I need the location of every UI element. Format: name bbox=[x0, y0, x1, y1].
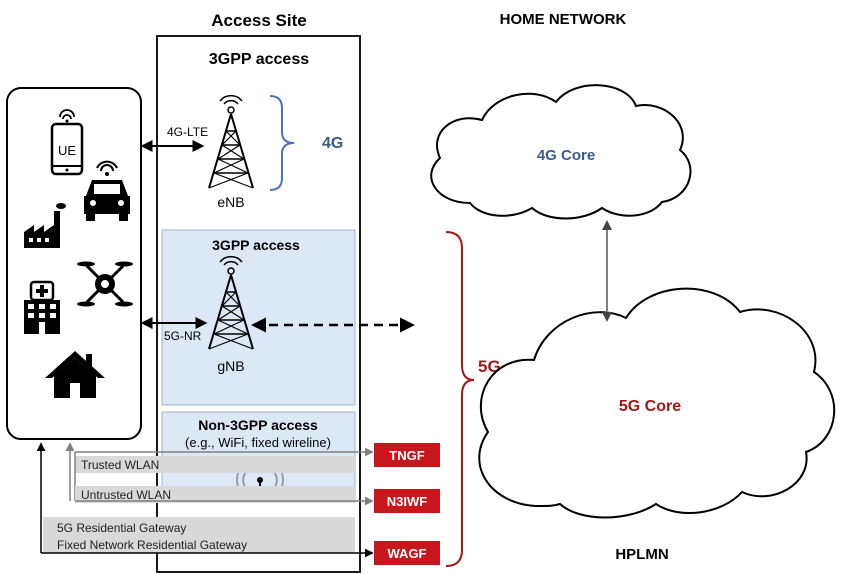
factory-icon bbox=[24, 203, 66, 248]
home-icon bbox=[45, 351, 105, 398]
connected-car-icon bbox=[84, 160, 130, 221]
wagf-box bbox=[374, 541, 440, 565]
enb-tower-icon bbox=[208, 94, 254, 189]
non3gpp-title: Non-3GPP access bbox=[198, 417, 318, 433]
core-5g-cloud bbox=[478, 287, 836, 519]
trusted-wlan-band bbox=[75, 456, 355, 473]
untrusted-wlan-band bbox=[75, 486, 355, 503]
hospital-icon bbox=[24, 280, 60, 334]
nr-link-label: 5G-NR bbox=[164, 329, 202, 343]
enb-label: eNB bbox=[217, 194, 244, 210]
n3iwf-label: N3IWF bbox=[387, 494, 428, 509]
tngf-box bbox=[374, 443, 440, 467]
residential-gateway-line2: Fixed Network Residential Gateway bbox=[57, 538, 247, 552]
residential-gateway-band bbox=[43, 517, 355, 553]
brace-4g-label: 4G bbox=[322, 135, 343, 152]
hplmn-label: HPLMN bbox=[615, 546, 668, 563]
brace-4g bbox=[269, 95, 295, 191]
ue-label: UE bbox=[58, 143, 76, 158]
core-5g-label: 5G Core bbox=[619, 398, 681, 415]
core-4g-label: 4G Core bbox=[537, 147, 595, 164]
access-site-box bbox=[156, 35, 361, 573]
3gpp-access-5g-panel bbox=[161, 229, 356, 406]
brace-5g bbox=[445, 231, 475, 567]
3gpp-access-top-title: 3GPP access bbox=[209, 51, 309, 68]
home-network-heading: HOME NETWORK bbox=[500, 11, 627, 28]
gnb-label: gNB bbox=[217, 358, 244, 374]
lte-link-label: 4G-LTE bbox=[167, 125, 208, 139]
core-4g-cloud bbox=[430, 84, 692, 220]
wagf-label: WAGF bbox=[388, 546, 427, 561]
untrusted-wlan-label: Untrusted WLAN bbox=[81, 488, 171, 502]
brace-5g-label: 5G bbox=[478, 357, 501, 376]
access-site-heading: Access Site bbox=[211, 11, 306, 30]
3gpp-access-5g-title: 3GPP access bbox=[212, 237, 300, 253]
tngf-label: TNGF bbox=[389, 448, 424, 463]
residential-gateway-line1: 5G Residential Gateway bbox=[57, 521, 186, 535]
drone-icon bbox=[77, 261, 133, 307]
smartphone-icon bbox=[50, 109, 84, 176]
non3gpp-subtitle: (e.g., WiFi, fixed wireline) bbox=[185, 435, 331, 450]
trusted-wlan-label: Trusted WLAN bbox=[81, 458, 159, 472]
n3iwf-box bbox=[374, 489, 440, 513]
